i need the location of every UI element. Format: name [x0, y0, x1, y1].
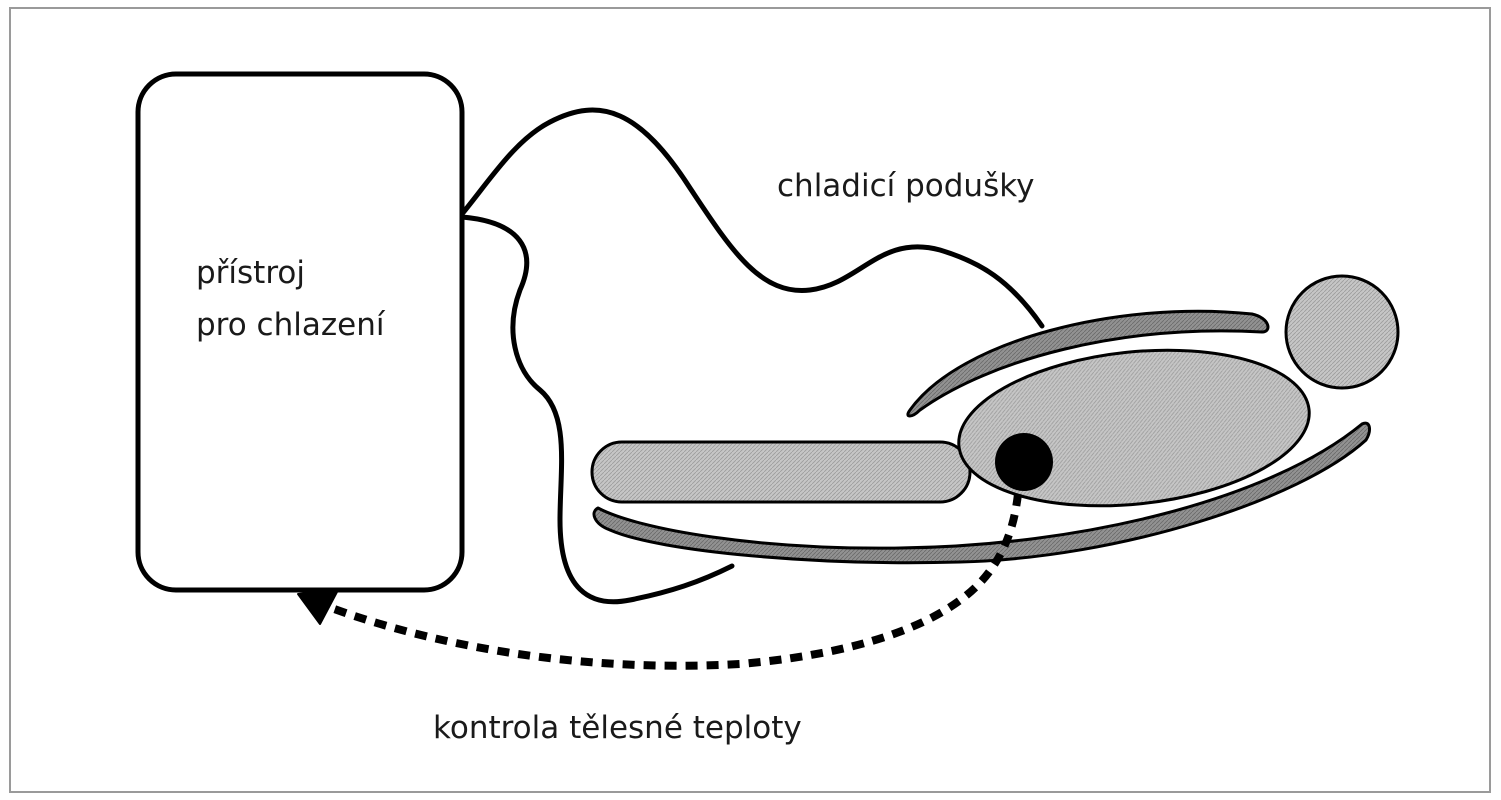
pads-label: chladicí podušky: [777, 168, 1034, 204]
feedback-arrow-icon: [297, 589, 339, 625]
device-label-line2: pro chlazení: [196, 307, 386, 343]
cooling-device-box-icon: [135, 71, 465, 593]
temperature-label: kontrola tělesné teploty: [433, 710, 802, 746]
temperature-sensor-icon: [995, 433, 1053, 491]
lower-pad: [592, 421, 1371, 565]
lower-tube: [459, 214, 735, 605]
upper-pad: [906, 309, 1270, 418]
cooling-device: přístroj pro chlazení: [135, 71, 465, 593]
feedback-line: [324, 493, 1022, 670]
upper-tube: [459, 107, 1045, 329]
patient-legs: [590, 440, 972, 504]
device-label-line1: přístroj: [196, 255, 305, 291]
frame-border: [9, 7, 1491, 793]
patient-head: [1284, 274, 1400, 390]
